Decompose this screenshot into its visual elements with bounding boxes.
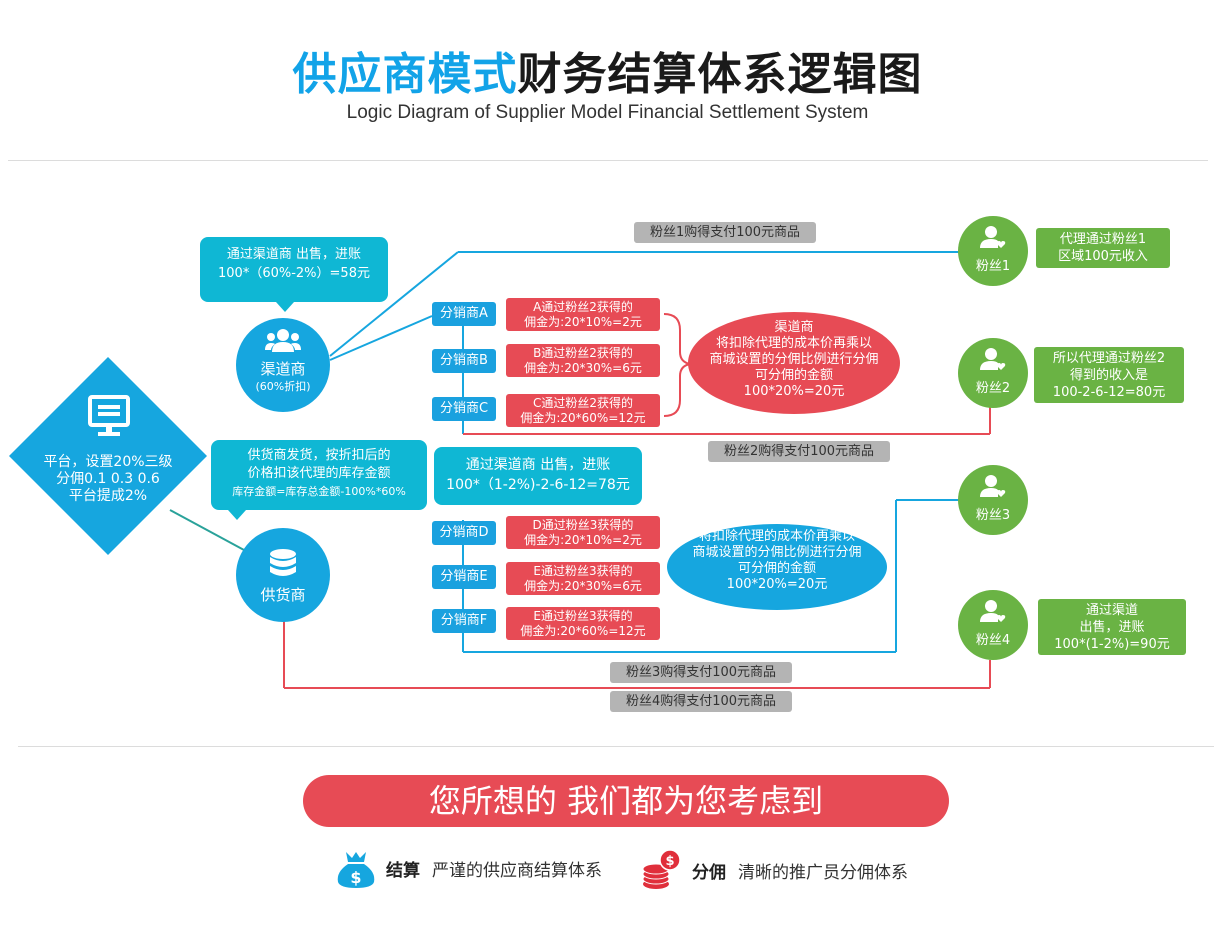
platform-line-1: 平台，设置20%三级: [43, 454, 173, 470]
distributor-e: 分销商E: [432, 565, 496, 589]
money-bag-icon: $: [337, 852, 375, 888]
user-heart-icon: [980, 600, 1006, 622]
legend-settlement: $ 结算 严谨的供应商结算体系: [334, 848, 602, 888]
legend-commission: $ 分佣 清晰的推广员分佣体系: [640, 848, 908, 892]
user-heart-icon: [980, 226, 1006, 248]
platform-line-3: 平台提成2%: [68, 488, 148, 504]
fan3-node: 粉丝3: [958, 465, 1028, 535]
monitor-icon: [88, 395, 130, 436]
commission-note-e: E通过粉丝3获得的佣金为:20*30%=6元: [506, 562, 660, 595]
commission-note-d: D通过粉丝3获得的佣金为:20*10%=2元: [506, 516, 660, 549]
supplier-node: 供货商: [236, 528, 330, 622]
fan4-node: 粉丝4: [958, 590, 1028, 660]
channel-node: 渠道商 (60%折扣): [236, 318, 330, 412]
fan3-purchase-badge: 粉丝3购得支付100元商品: [610, 662, 792, 683]
users-icon: [265, 329, 301, 352]
coin-stack-icon: $: [642, 849, 681, 889]
fan4-purchase-badge: 粉丝4购得支付100元商品: [610, 691, 792, 712]
commission-note-b: B通过粉丝2获得的佣金为:20*30%=6元: [506, 344, 660, 377]
channel-sale-callout: 通过渠道商 出售，进账 100*（1-2%)-2-6-12=78元: [434, 447, 642, 505]
platform-node: 平台，设置20%三级 分佣0.1 0.3 0.6 平台提成2%: [9, 357, 207, 555]
distributor-d: 分销商D: [432, 521, 496, 545]
fan2-purchase-badge: 粉丝2购得支付100元商品: [708, 441, 890, 462]
user-heart-icon: [980, 348, 1006, 370]
svg-text:$: $: [665, 854, 674, 869]
distributor-commission-ellipse: 将扣除代理的成本价再乘以 商城设置的分佣比例进行分佣 可分佣的金额 100*20…: [667, 524, 887, 610]
supplier-callout: 供货商发货，按折扣后的 价格扣该代理的库存金额 库存金额=库存总金额-100%*…: [211, 440, 427, 510]
svg-text:$: $: [350, 868, 361, 887]
fan2-node: 粉丝2: [958, 338, 1028, 408]
channel-discount: (60%折扣): [255, 380, 311, 393]
fan1-purchase-badge: 粉丝1购得支付100元商品: [634, 222, 816, 243]
distributor-f: 分销商F: [432, 609, 496, 633]
slogan-banner: 您所想的 我们都为您考虑到: [303, 775, 949, 827]
database-icon: [270, 549, 296, 576]
channel-name: 渠道商: [260, 360, 306, 378]
user-heart-icon: [980, 475, 1006, 497]
commission-note-f: E通过粉丝3获得的佣金为:20*60%=12元: [506, 607, 660, 640]
platform-line-2: 分佣0.1 0.3 0.6: [56, 471, 160, 487]
distributor-b: 分销商B: [432, 349, 496, 373]
channel-callout-tail: [276, 302, 294, 312]
channel-callout: 通过渠道商 出售，进账 100*（60%-2%）=58元: [200, 237, 388, 302]
channel-commission-ellipse: 渠道商 将扣除代理的成本价再乘以 商城设置的分佣比例进行分佣 可分佣的金额 10…: [688, 312, 900, 414]
bottom-divider: [18, 746, 1214, 747]
commission-note-a: A通过粉丝2获得的佣金为:20*10%=2元: [506, 298, 660, 331]
page-subtitle: Logic Diagram of Supplier Model Financia…: [346, 102, 869, 123]
distributor-a: 分销商A: [432, 302, 496, 326]
distributor-c: 分销商C: [432, 397, 496, 421]
top-divider: [8, 160, 1208, 161]
commission-note-c: C通过粉丝2获得的佣金为:20*60%=12元: [506, 394, 660, 427]
supplier-name: 供货商: [260, 586, 306, 604]
fan1-node: 粉丝1: [958, 216, 1028, 286]
supplier-callout-tail: [228, 510, 246, 520]
page-title: 供应商模式财务结算体系逻辑图: [292, 49, 923, 100]
